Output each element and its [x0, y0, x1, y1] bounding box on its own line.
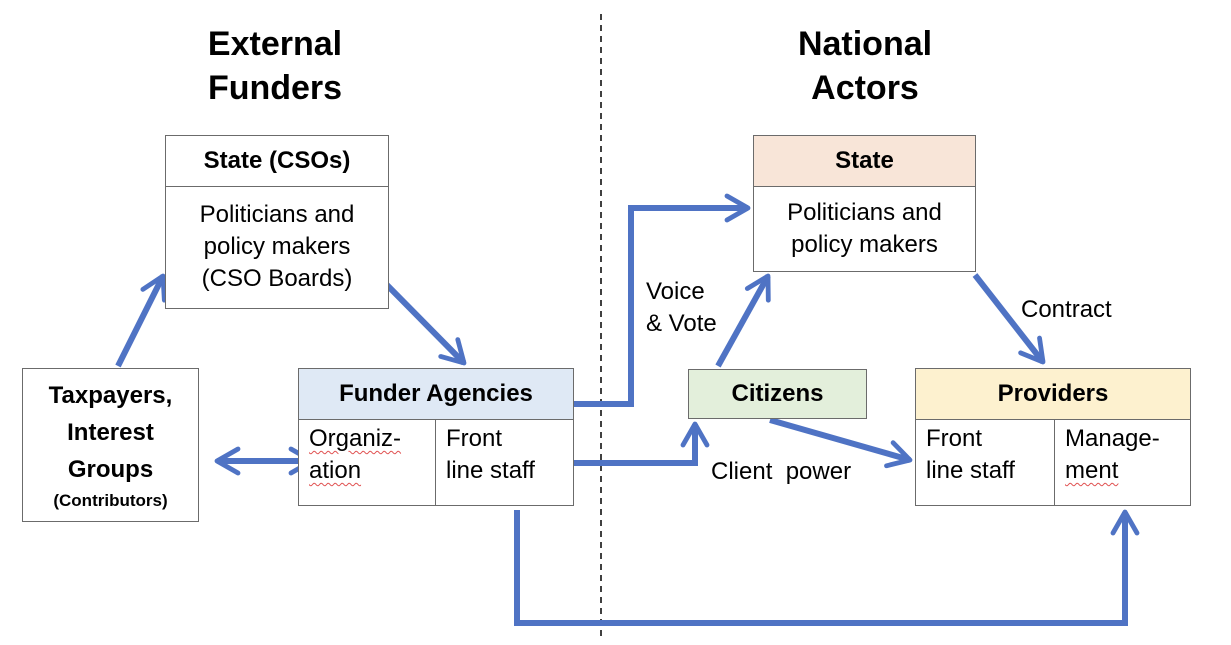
national-state-box: State Politicians and policy makers [753, 135, 976, 272]
voice-vote-label: Voice & Vote [646, 276, 717, 340]
arrow-state-csos-to-funder [383, 281, 467, 366]
funder-front-line-staff-cell: Front line staff [436, 419, 573, 505]
organization-cell: Organiz- ation [299, 419, 436, 505]
cell-line: Front [446, 425, 503, 452]
cell-line: line staff [446, 457, 535, 484]
national-state-header: State [754, 136, 975, 187]
taxpayers-line: Interest [67, 418, 154, 446]
cell-line: Front [926, 425, 983, 452]
contract-label: Contract [1021, 296, 1112, 323]
cell-line: ment [1065, 457, 1119, 484]
arrow-funder-to-national-state [574, 193, 751, 407]
arrow-frontline-to-citizens [574, 421, 710, 466]
management-cell: Manage- ment [1055, 419, 1190, 505]
label-line: Voice [646, 278, 705, 305]
providers-cells: Front line staff Manage- ment [916, 419, 1190, 505]
title-line: National [797, 25, 933, 63]
body-line: Politicians and [787, 198, 942, 226]
state-csos-box: State (CSOs) Politicians and policy make… [165, 135, 389, 309]
national-state-body: Politicians and policy makers [754, 186, 975, 271]
external-funders-title: External Funders [160, 22, 390, 110]
state-csos-body: Politicians and policy makers (CSO Board… [166, 186, 388, 308]
cell-line: Organiz- [309, 425, 402, 452]
arrow-citizens-to-state [715, 273, 771, 368]
body-line: Politicians and [199, 201, 355, 228]
cell-line: Manage- [1065, 425, 1160, 452]
client-power-label: Client power [711, 458, 852, 485]
citizens-box: Citizens [688, 369, 867, 419]
national-actors-title: National Actors [750, 22, 980, 110]
title-line: External [207, 25, 343, 63]
taxpayers-box: Taxpayers, Interest Groups (Contributors… [22, 368, 199, 522]
arrow-funder-to-management [514, 509, 1140, 626]
title-line: Funders [207, 69, 343, 107]
body-line: (CSO Boards) [201, 265, 353, 292]
providers-header: Providers [916, 369, 1190, 420]
label-line: & Vote [646, 310, 717, 337]
cell-line: line staff [926, 457, 1015, 484]
arrow-citizens-to-providers [769, 417, 913, 469]
title-line: Actors [811, 69, 919, 107]
funder-agencies-cells: Organiz- ation Front line staff [299, 419, 573, 505]
provider-front-line-staff-cell: Front line staff [916, 419, 1055, 505]
taxpayers-line: Groups [67, 455, 154, 483]
cell-line: ation [309, 457, 362, 484]
state-csos-header: State (CSOs) [166, 136, 388, 187]
citizens-label: Citizens [731, 380, 824, 407]
contributors-label: (Contributors) [53, 490, 168, 510]
providers-box: Providers Front line staff Manage- ment [915, 368, 1191, 506]
arrow-taxpayers-to-state-csos [115, 273, 167, 368]
taxpayers-line: Taxpayers, [48, 381, 173, 409]
body-line: policy makers [791, 230, 938, 258]
arrow-state-to-providers [972, 273, 1046, 365]
funder-agencies-header: Funder Agencies [299, 369, 573, 420]
funder-agencies-box: Funder Agencies Organiz- ation Front lin… [298, 368, 574, 506]
body-line: policy makers [203, 233, 351, 260]
